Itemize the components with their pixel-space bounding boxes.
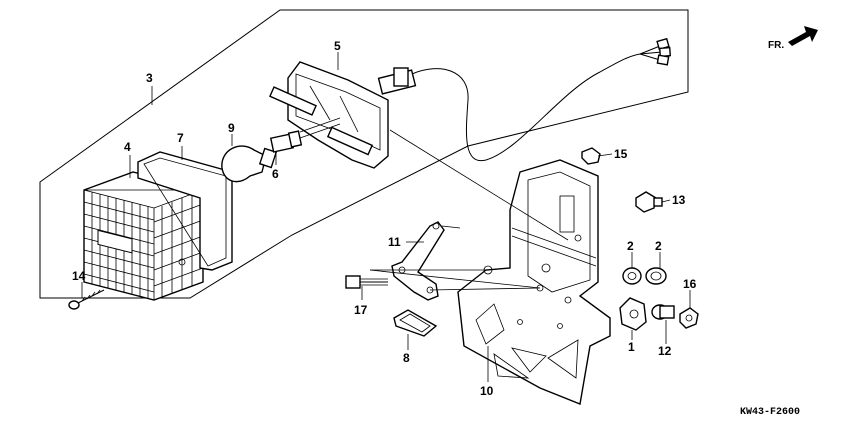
mount-1-part bbox=[619, 297, 647, 331]
reflector-part bbox=[393, 309, 438, 337]
nut-16-part bbox=[679, 307, 699, 329]
wire-harness bbox=[411, 53, 641, 162]
callout-numbers: 3 4 7 5 9 6 14 11 17 8 10 15 13 2 2 1 12… bbox=[72, 39, 697, 398]
housing-part bbox=[269, 61, 417, 169]
callout-16: 16 bbox=[683, 277, 697, 291]
callout-14: 14 bbox=[72, 269, 86, 283]
nut-15-part bbox=[581, 147, 601, 165]
callout-15: 15 bbox=[614, 147, 628, 161]
callout-1: 1 bbox=[628, 340, 635, 354]
callout-17: 17 bbox=[354, 303, 368, 317]
leader-housing-bracket bbox=[389, 129, 569, 241]
socket-part bbox=[269, 117, 341, 153]
front-arrow-icon bbox=[788, 26, 818, 46]
callout-6: 6 bbox=[272, 167, 279, 181]
callout-2b: 2 bbox=[655, 239, 662, 253]
direction-label: FR. bbox=[768, 40, 784, 51]
callout-7: 7 bbox=[177, 131, 184, 145]
gasket-part bbox=[137, 151, 233, 271]
callout-12: 12 bbox=[658, 344, 672, 358]
callout-3: 3 bbox=[146, 71, 153, 85]
callout-8: 8 bbox=[403, 351, 410, 365]
stay-part bbox=[391, 221, 461, 301]
front-direction-indicator: FR. bbox=[768, 26, 818, 51]
callout-4: 4 bbox=[124, 140, 131, 154]
callout-10: 10 bbox=[480, 384, 494, 398]
bolt-part bbox=[345, 275, 388, 289]
bulb-part bbox=[221, 145, 278, 183]
callout-2a: 2 bbox=[627, 239, 634, 253]
screw-part bbox=[68, 289, 105, 310]
callout-5: 5 bbox=[334, 39, 341, 53]
callout-11: 11 bbox=[388, 235, 401, 249]
grommet-2a-part bbox=[622, 267, 642, 285]
lens-part bbox=[83, 171, 204, 301]
grommet-13-part bbox=[635, 191, 663, 213]
diagram-code: KW43-F2600 bbox=[740, 407, 800, 418]
grommet-2b-part bbox=[645, 267, 667, 285]
callout-leaders bbox=[81, 52, 691, 382]
callout-13: 13 bbox=[672, 193, 686, 207]
plate-bracket-part bbox=[457, 159, 611, 405]
callout-9: 9 bbox=[228, 121, 235, 135]
collar-12-part bbox=[651, 304, 675, 320]
